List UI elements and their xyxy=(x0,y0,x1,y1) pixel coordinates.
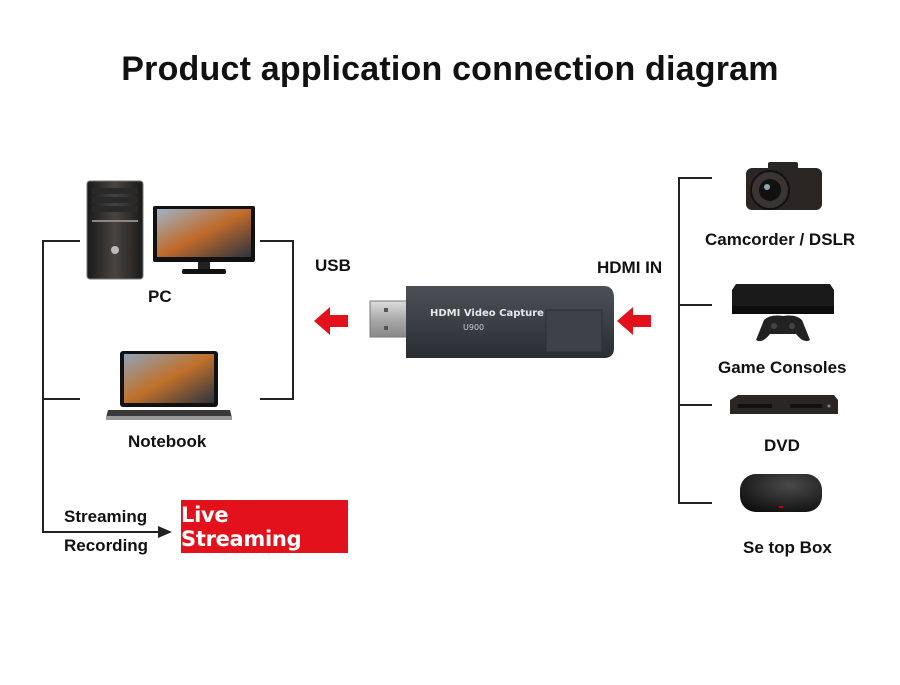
notebook-label: Notebook xyxy=(128,432,207,451)
connector-line xyxy=(678,177,680,504)
pc-tower-icon xyxy=(86,180,144,280)
connector-line xyxy=(42,240,44,532)
source-label: Se top Box xyxy=(743,538,832,557)
arrow-right-icon xyxy=(158,526,172,538)
arrow-left-icon xyxy=(314,307,348,335)
connector-line xyxy=(42,398,80,400)
device-model: U900 xyxy=(463,323,485,332)
live-streaming-button[interactable]: Live Streaming xyxy=(181,500,348,553)
connector-line xyxy=(292,240,294,400)
connector-line xyxy=(678,502,712,504)
connector-line xyxy=(42,240,80,242)
connector-line xyxy=(678,404,712,406)
connector-line xyxy=(678,177,712,179)
dvd-player-icon xyxy=(730,395,838,414)
connector-line xyxy=(260,398,294,400)
source-label: Camcorder / DSLR xyxy=(705,230,856,249)
connector-line xyxy=(260,240,294,242)
monitor-icon xyxy=(153,206,255,274)
game-console-icon xyxy=(732,284,834,342)
pc-label: PC xyxy=(148,287,172,306)
source-label: Game Consoles xyxy=(718,358,847,377)
capture-device-icon xyxy=(369,286,614,358)
page-title: Product application connection diagram xyxy=(121,50,779,88)
recording-label: Recording xyxy=(64,536,149,555)
notebook-icon xyxy=(106,351,232,420)
arrow-left-icon xyxy=(617,307,651,335)
connector-line xyxy=(42,531,162,533)
streaming-label: Streaming xyxy=(64,507,148,526)
camera-icon xyxy=(746,162,822,210)
device-name: HDMI Video Capture xyxy=(430,308,544,319)
hdmi-in-label: HDMI IN xyxy=(597,258,663,277)
usb-label: USB xyxy=(315,256,351,275)
set-top-box-icon xyxy=(740,474,822,512)
connector-line xyxy=(678,304,712,306)
source-label: DVD xyxy=(764,436,800,455)
